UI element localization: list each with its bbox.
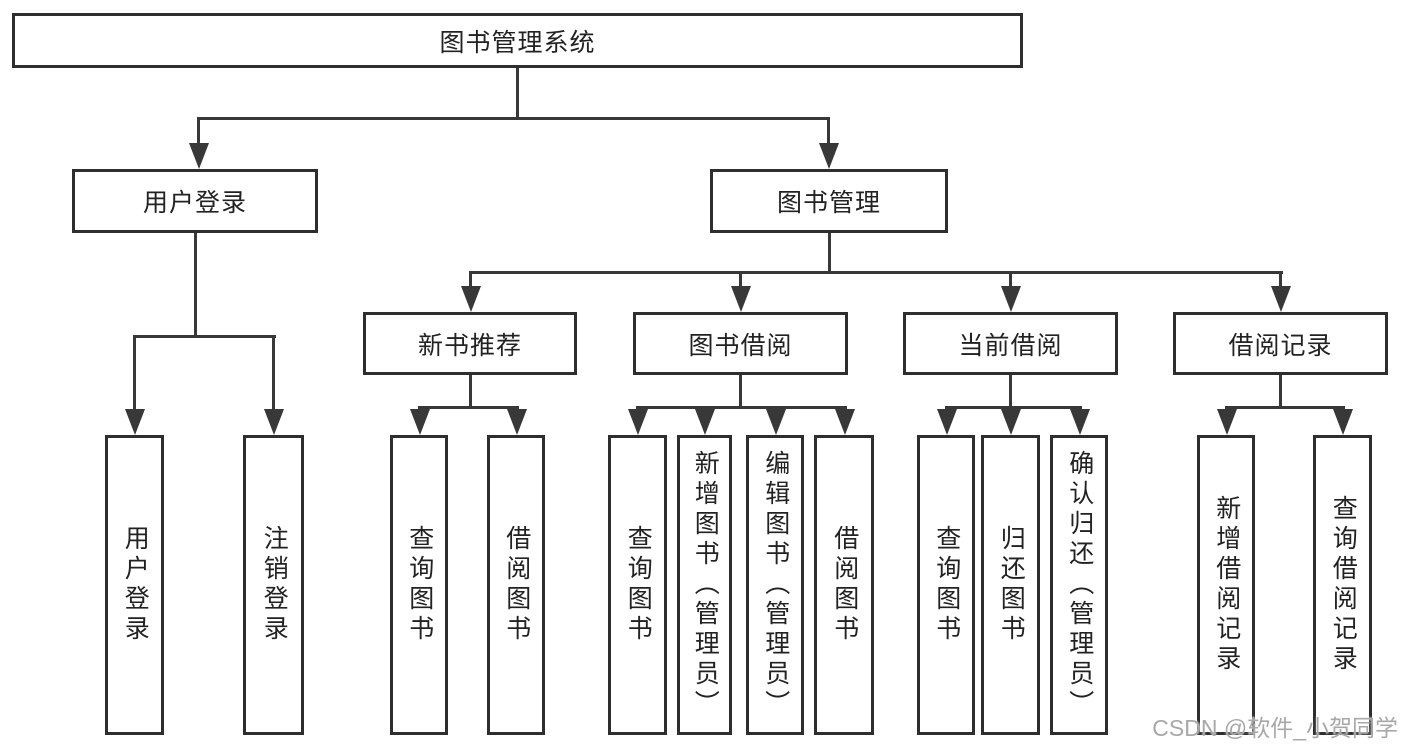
leaf-label: 用户登录 bbox=[121, 525, 150, 645]
connector-arrow-down bbox=[1009, 271, 1012, 286]
csdn-watermark: CSDN @软件_小贺同学 bbox=[1152, 715, 1398, 741]
leaf-cb-return-books: 归还图书 bbox=[981, 435, 1040, 735]
leaf-bb-add-books-admin: 新增图书（管理员） bbox=[677, 435, 732, 735]
connector-arrow-down bbox=[197, 117, 200, 143]
leaf-label: 新增图书（管理员） bbox=[691, 450, 720, 720]
connector-arrow-down bbox=[272, 335, 275, 409]
leaf-label: 查询图书 bbox=[932, 525, 961, 645]
node-current-borrowing: 当前借阅 bbox=[903, 312, 1118, 375]
connector-line bbox=[1009, 375, 1012, 409]
leaf-cb-query-books: 查询图书 bbox=[917, 435, 975, 735]
connector-arrow-down bbox=[1341, 406, 1344, 409]
leaf-bb-borrow-books: 借阅图书 bbox=[814, 435, 874, 735]
connector-arrow-down bbox=[1078, 406, 1081, 409]
leaf-br-query-record: 查询借阅记录 bbox=[1313, 435, 1372, 735]
connector-arrow-down bbox=[703, 406, 706, 409]
connector-line bbox=[828, 233, 831, 274]
connector-line bbox=[739, 375, 742, 409]
connector-arrow-down bbox=[1225, 406, 1228, 409]
connector-arrow-down bbox=[515, 406, 518, 409]
connector-line bbox=[194, 233, 197, 338]
connector-line bbox=[469, 271, 1283, 274]
leaf-label: 编辑图书（管理员） bbox=[761, 450, 790, 720]
connector-arrow-down bbox=[843, 406, 846, 409]
leaf-label: 注销登录 bbox=[260, 525, 289, 645]
leaf-br-add-record: 新增借阅记录 bbox=[1197, 435, 1255, 735]
node-new-book-recommend: 新书推荐 bbox=[363, 312, 577, 375]
connector-arrow-down bbox=[1009, 406, 1012, 409]
connector-arrow-down bbox=[418, 406, 421, 409]
leaf-user-login: 用户登录 bbox=[105, 435, 164, 735]
leaf-logout: 注销登录 bbox=[243, 435, 304, 735]
leaf-label: 新增借阅记录 bbox=[1212, 495, 1241, 675]
leaf-label: 借阅图书 bbox=[502, 525, 531, 645]
connector-line bbox=[418, 406, 519, 409]
leaf-label: 借阅图书 bbox=[830, 525, 859, 645]
connector-arrow-down bbox=[1279, 271, 1282, 286]
connector-line bbox=[197, 117, 830, 120]
connector-line bbox=[636, 406, 847, 409]
leaf-bb-query-books: 查询图书 bbox=[608, 435, 667, 735]
connector-line bbox=[1279, 375, 1282, 409]
node-user-login: 用户登录 bbox=[72, 169, 318, 233]
connector-arrow-down bbox=[739, 271, 742, 286]
connector-arrow-down bbox=[636, 406, 639, 409]
node-book-borrowing: 图书借阅 bbox=[633, 312, 848, 375]
node-book-management: 图书管理 bbox=[710, 169, 948, 233]
leaf-label: 确认归还（管理员） bbox=[1065, 450, 1094, 720]
leaf-nbr-query-books: 查询图书 bbox=[390, 435, 448, 735]
connector-line bbox=[1225, 406, 1345, 409]
connector-arrow-down bbox=[945, 406, 948, 409]
connector-line bbox=[469, 375, 472, 409]
connector-line bbox=[945, 406, 1082, 409]
leaf-label: 查询图书 bbox=[624, 525, 653, 645]
connector-arrow-down bbox=[774, 406, 777, 409]
connector-line bbox=[133, 335, 276, 338]
node-library-management-system: 图书管理系统 bbox=[12, 13, 1023, 68]
leaf-bb-edit-books-admin: 编辑图书（管理员） bbox=[746, 435, 804, 735]
leaf-cb-confirm-return-admin: 确认归还（管理员） bbox=[1050, 435, 1108, 735]
connector-line bbox=[516, 68, 519, 120]
leaf-label: 查询借阅记录 bbox=[1329, 495, 1358, 675]
connector-arrow-down bbox=[133, 335, 136, 409]
connector-arrow-down bbox=[469, 271, 472, 286]
leaf-label: 归还图书 bbox=[997, 525, 1026, 645]
leaf-label: 查询图书 bbox=[405, 525, 434, 645]
node-borrowing-records: 借阅记录 bbox=[1173, 312, 1388, 375]
leaf-nbr-borrow-books: 借阅图书 bbox=[487, 435, 545, 735]
connector-arrow-down bbox=[827, 117, 830, 143]
